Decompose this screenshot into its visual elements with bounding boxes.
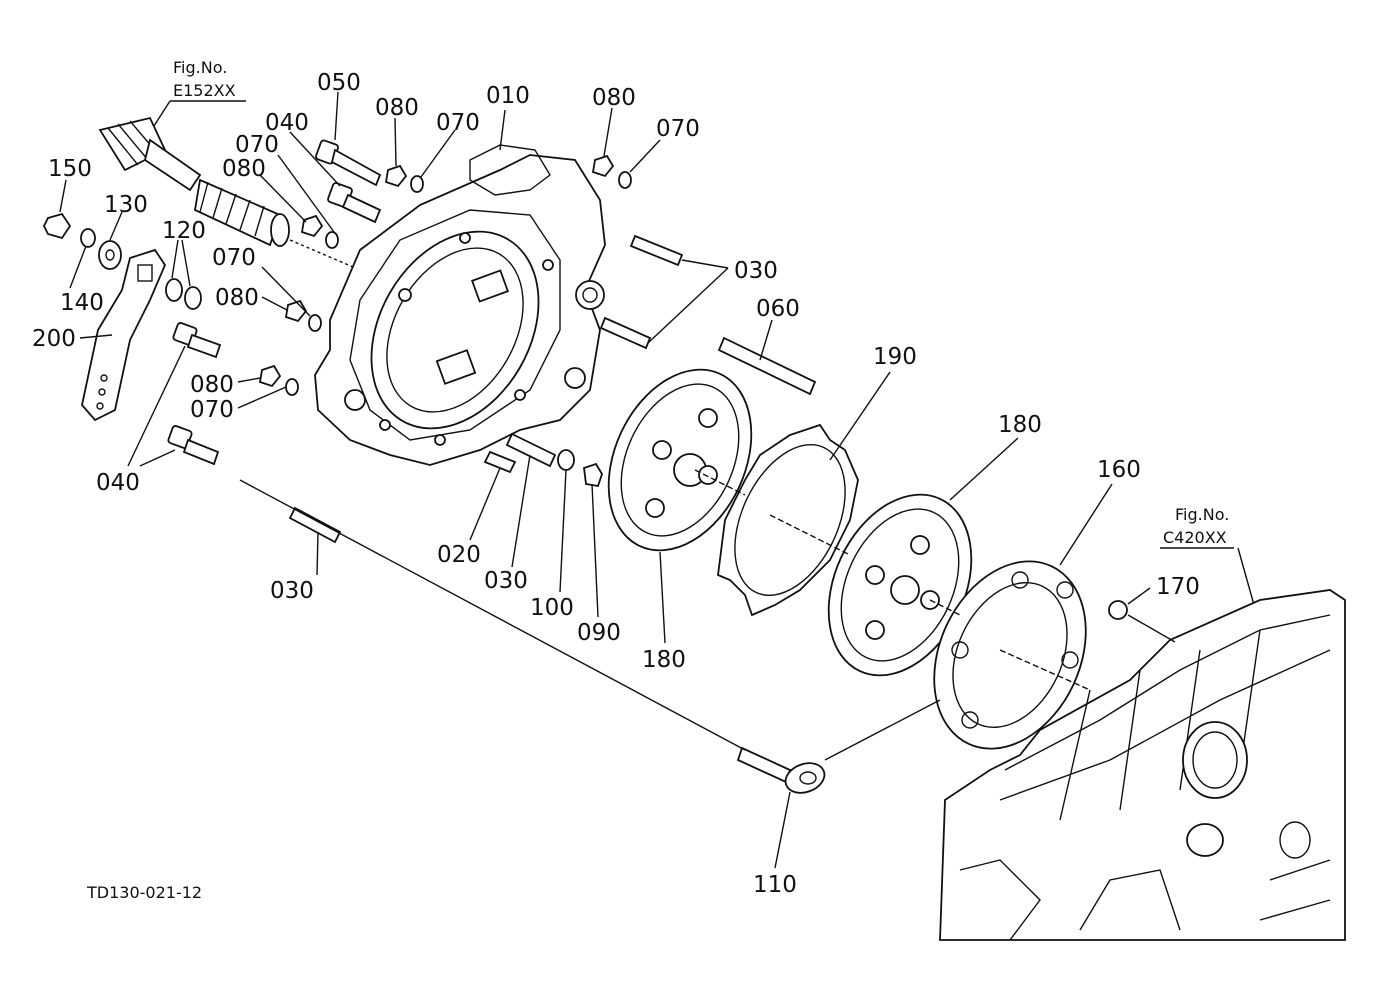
label-020: 020	[437, 542, 481, 568]
label-080-d: 080	[215, 285, 259, 311]
fig-ref-e152xx: Fig.No. E152XX	[144, 58, 246, 141]
bolt-040-upper	[327, 182, 382, 224]
label-090: 090	[577, 620, 621, 646]
label-200: 200	[32, 326, 76, 352]
label-070-c: 070	[235, 132, 279, 158]
washer-140	[80, 228, 96, 248]
label-150: 150	[48, 156, 92, 182]
nut-080-mid	[300, 214, 339, 249]
washer-100	[557, 449, 575, 471]
label-140: 140	[60, 290, 104, 316]
label-050: 050	[317, 70, 361, 96]
fig-ref-e152xx-line2: E152XX	[173, 81, 236, 100]
fig-ref-c420xx-line2: C420XX	[1163, 528, 1227, 547]
nut-080-upper-right	[591, 154, 632, 189]
label-010: 010	[486, 83, 530, 109]
label-040-b: 040	[96, 470, 140, 496]
brake-disc-180-right	[827, 493, 973, 677]
o-rings-120	[165, 278, 202, 310]
ball-170	[1108, 600, 1128, 620]
label-030-a: 030	[734, 258, 778, 284]
bolt-050	[315, 139, 382, 187]
bolt-060	[717, 336, 817, 396]
label-070-b: 070	[656, 116, 700, 142]
label-070-a: 070	[436, 110, 480, 136]
leader-lines	[59, 91, 1176, 869]
lever-200	[81, 248, 167, 422]
pin-020	[483, 450, 517, 474]
label-030-b: 030	[484, 568, 528, 594]
fig-ref-e152xx-line1: Fig.No.	[173, 58, 227, 77]
washer-130	[98, 240, 122, 270]
housing	[314, 144, 606, 466]
label-060: 060	[756, 296, 800, 322]
label-180-b: 180	[998, 412, 1042, 438]
nut-150	[42, 212, 72, 240]
bolt-040-left-lower	[167, 425, 220, 466]
nut-080-upper-left	[384, 164, 424, 193]
brake-disc-180-left	[607, 368, 753, 552]
bolt-040-left-upper	[172, 322, 222, 359]
label-080-b: 080	[592, 85, 636, 111]
stud-030-lower-left	[288, 506, 342, 544]
label-100: 100	[530, 595, 574, 621]
label-040-a: 040	[265, 110, 309, 136]
label-170: 170	[1156, 574, 1200, 600]
part-labels: 150 130 120 140 200 050 080 010 070 080 …	[32, 70, 1200, 898]
stud-030-lower-mid	[505, 432, 557, 468]
fig-ref-c420xx-line1: Fig.No.	[1175, 505, 1229, 524]
fig-ref-c420xx: Fig.No. C420XX	[1160, 505, 1257, 613]
plug-090	[583, 462, 603, 488]
label-030-c: 030	[270, 578, 314, 604]
stud-030-upper	[599, 234, 684, 350]
label-190: 190	[873, 344, 917, 370]
label-110: 110	[753, 872, 797, 898]
label-130: 130	[104, 192, 148, 218]
label-120: 120	[162, 218, 206, 244]
label-080-a: 080	[375, 95, 419, 121]
plate-190	[717, 423, 859, 617]
transmission-case	[939, 589, 1346, 941]
shaft-110	[736, 746, 826, 794]
label-080-e: 080	[190, 372, 234, 398]
nut-080-lower	[284, 299, 322, 332]
drawing-id: TD130-021-12	[86, 883, 202, 902]
label-070-d: 070	[212, 245, 256, 271]
label-070-e: 070	[190, 397, 234, 423]
label-160: 160	[1097, 457, 1141, 483]
label-180-a: 180	[642, 647, 686, 673]
label-080-c: 080	[222, 156, 266, 182]
